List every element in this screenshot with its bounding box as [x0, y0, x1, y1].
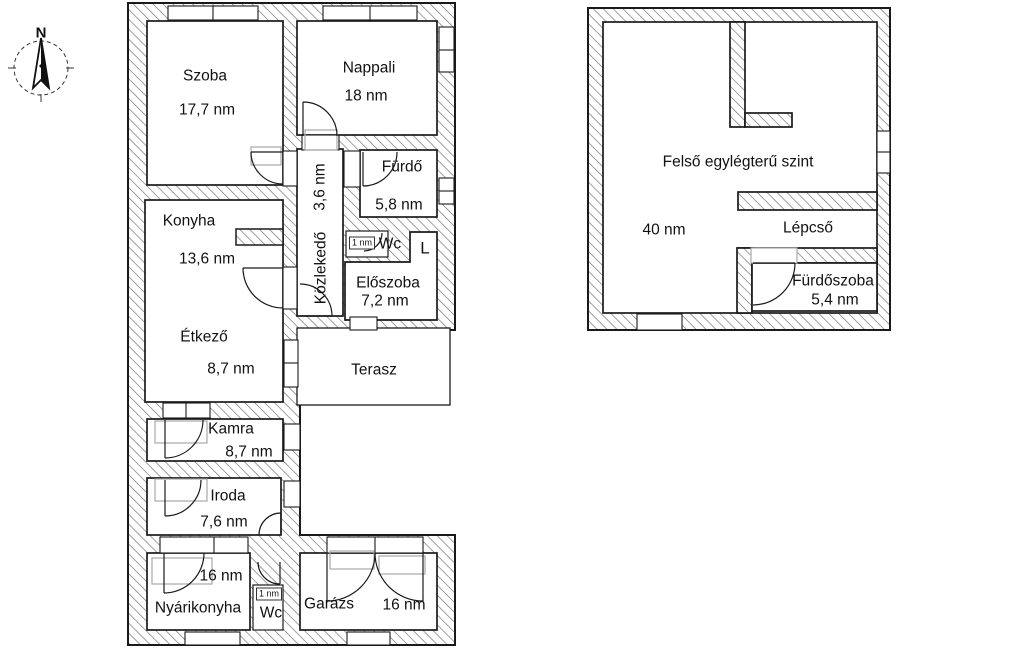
- opening-kamra-right: [283, 423, 301, 451]
- label-felso-name: Felső egylégterű szint: [662, 153, 814, 171]
- label-furdo-name: Fürdő: [381, 158, 423, 176]
- room-szoba: [146, 20, 284, 186]
- window-etkezo-bottom: [162, 402, 211, 419]
- label-iroda-area: 7,6 nm: [200, 513, 248, 531]
- window-bottom-left: [184, 631, 241, 646]
- konyha-wall-stub: [235, 228, 284, 246]
- label-kamra-area: 8,7 nm: [225, 443, 273, 461]
- compass-rose: [8, 37, 74, 102]
- label-szoba-area: 17,7 nm: [178, 101, 236, 119]
- label-nyarikonyha-area: 16 nm: [199, 567, 243, 585]
- window-nappali-right: [438, 26, 455, 73]
- furdoszoba-left-wall: [736, 247, 753, 314]
- label-wc1-area: 1 nm: [348, 236, 376, 250]
- label-konyha-name: Konyha: [162, 212, 216, 230]
- label-wc1-name: Wc: [378, 235, 402, 253]
- opening-eloszoba-terasz: [349, 316, 378, 331]
- label-konyha-area: 13,6 nm: [178, 250, 236, 268]
- ground-floor-plan: [127, 2, 456, 646]
- upper-lwall-vertical: [729, 21, 746, 128]
- window-top-nappali: [322, 5, 418, 21]
- label-nappali-area: 18 nm: [344, 87, 388, 105]
- label-letter-l: L: [420, 238, 430, 258]
- label-wc2-area: 1 nm: [255, 587, 283, 601]
- label-garazs-name: Garázs: [304, 595, 354, 613]
- room-furdoszoba: [751, 262, 878, 312]
- label-terasz-name: Terasz: [351, 361, 397, 379]
- window-furdo-right: [438, 177, 455, 205]
- room-nappali: [296, 20, 438, 136]
- opening-iroda-right: [283, 480, 301, 508]
- window-bottom-garazs: [346, 631, 391, 646]
- opening-upper-bottom: [636, 313, 683, 331]
- opening-nyarikonyha-top: [159, 536, 249, 554]
- label-etkezo-area: 8,7 nm: [207, 360, 255, 378]
- label-wc2-name: Wc: [259, 604, 283, 622]
- label-etkezo-name: Étkező: [180, 328, 228, 346]
- door-arcs-upper: [752, 262, 796, 306]
- furdoszoba-door-frame: [750, 247, 798, 264]
- window-upper-right: [876, 130, 891, 174]
- lepcso-top-wall: [737, 191, 878, 211]
- label-furdoszoba-area: 5,4 nm: [811, 291, 859, 309]
- room-nyarikonyha: [146, 552, 251, 631]
- label-eloszoba-area: 7,2 nm: [361, 292, 409, 310]
- opening-furdo-door: [343, 150, 361, 188]
- label-furdoszoba-name: Fürdőszoba: [792, 272, 874, 290]
- room-eloszoba: [344, 231, 438, 321]
- room-iroda: [146, 477, 282, 536]
- label-nyarikonyha-name: Nyárikonyha: [154, 599, 242, 617]
- opening-szoba-door: [282, 150, 298, 187]
- label-nappali-name: Nappali: [342, 59, 396, 77]
- window-top-szoba: [167, 5, 259, 21]
- label-iroda-name: Iroda: [210, 487, 246, 505]
- opening-konyha-door: [282, 266, 298, 310]
- label-furdo-area: 5,8 nm: [375, 196, 423, 214]
- label-eloszoba-name: Előszoba: [356, 274, 420, 292]
- compass-north-label: N: [35, 24, 47, 42]
- upper-lwall-horizontal: [744, 112, 793, 128]
- opening-etkezo-terasz: [283, 339, 299, 388]
- door-arcs-ground: [163, 101, 424, 602]
- label-kozlekedo-area: 3,6 nm: [311, 163, 329, 211]
- room-kamra: [146, 418, 284, 462]
- label-felso-area: 40 nm: [642, 221, 686, 239]
- label-kamra-name: Kamra: [208, 420, 254, 438]
- terasz-area: [296, 327, 451, 406]
- label-lepcso-name: Lépcső: [783, 219, 833, 237]
- opening-nappali-door: [301, 134, 340, 151]
- label-kozlekedo-name: Közlekedő: [312, 231, 330, 305]
- room-garazs: [299, 552, 438, 631]
- label-szoba-name: Szoba: [183, 67, 227, 85]
- upper-floor-plan: [587, 7, 891, 331]
- label-garazs-area: 16 nm: [382, 596, 426, 614]
